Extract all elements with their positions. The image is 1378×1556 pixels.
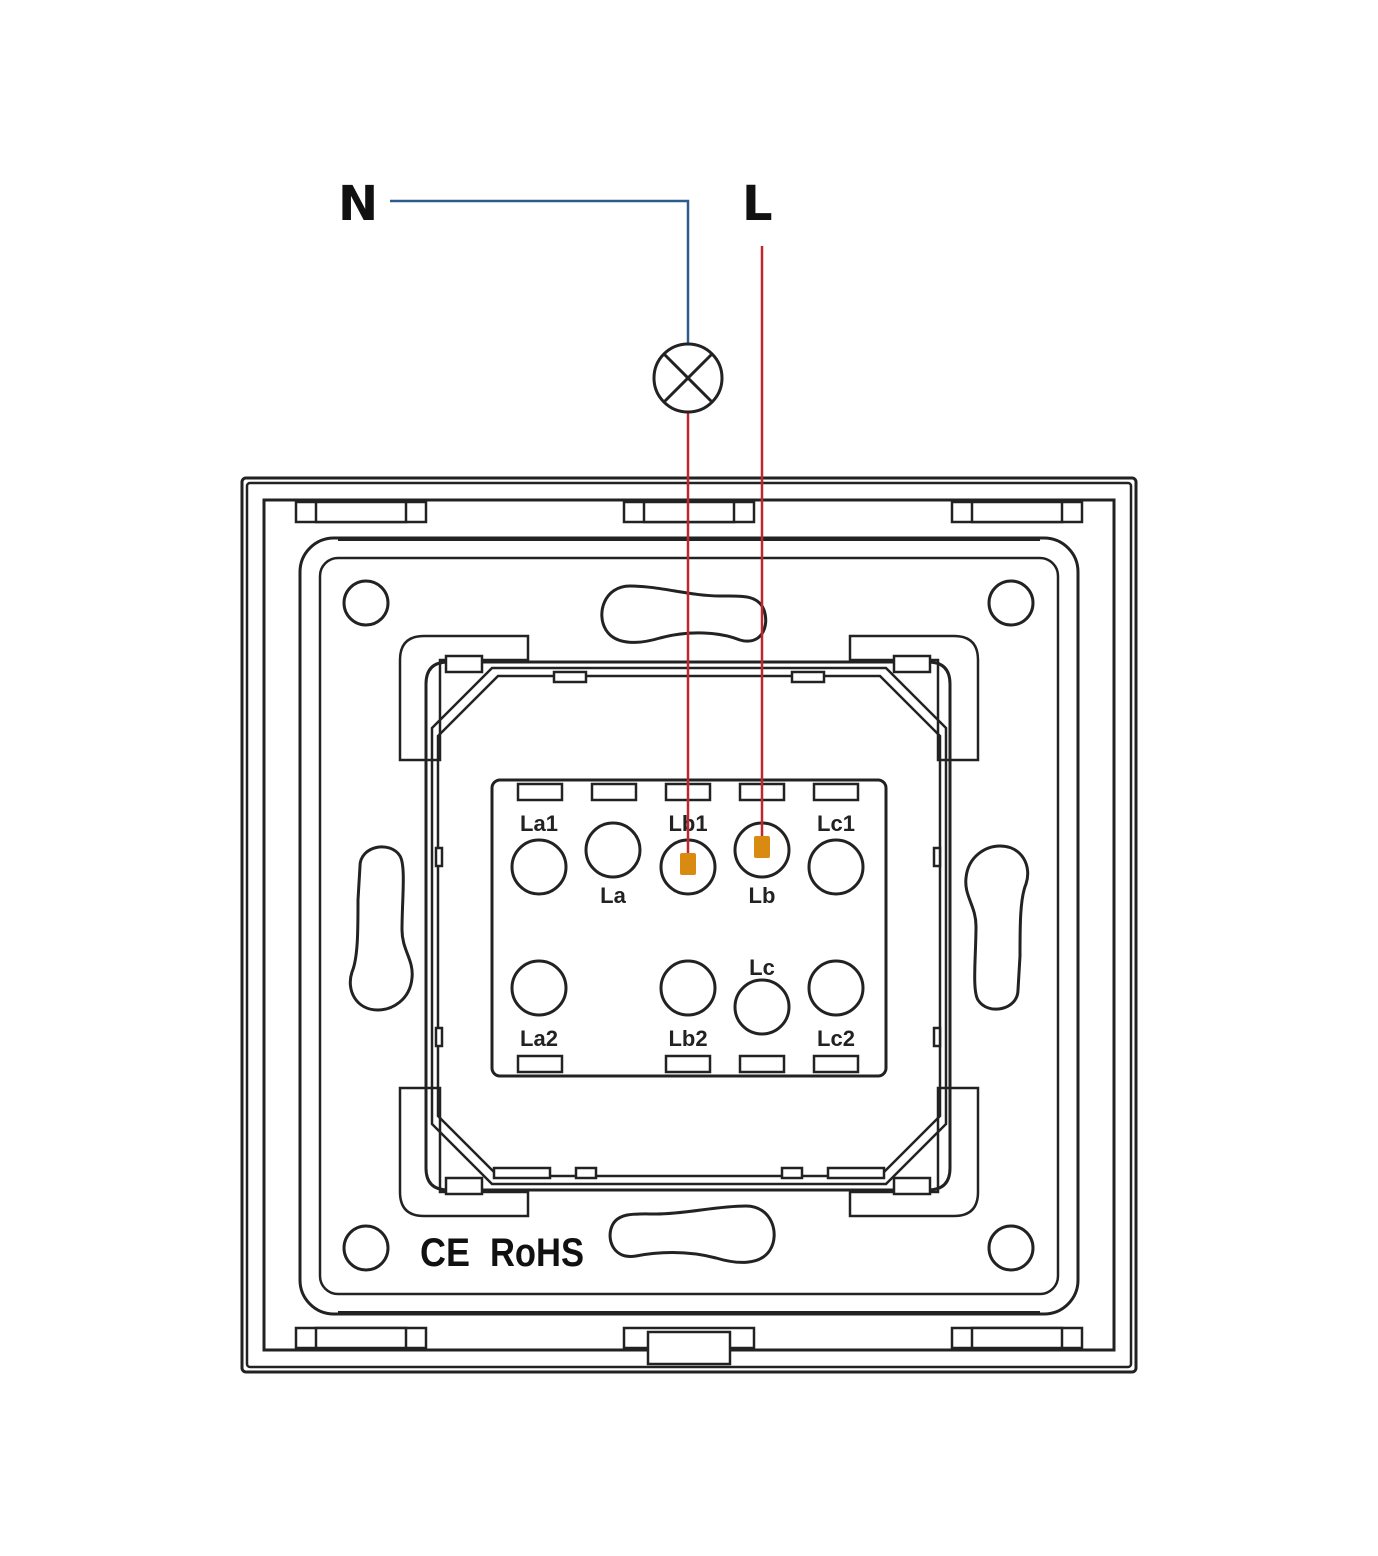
terminal-label-la1: La1 — [520, 811, 558, 836]
terminal-label-lc1: Lc1 — [817, 811, 855, 836]
mounting-frame — [298, 536, 1080, 1316]
keyhole-slot-right — [964, 844, 1030, 1011]
terminal-label-la2: La2 — [520, 1026, 558, 1051]
lamp-icon — [652, 342, 724, 414]
live-label: L — [742, 176, 773, 232]
keyhole-slot-bottom — [608, 1204, 776, 1264]
wiring — [390, 199, 770, 875]
terminal-label-lc2: Lc2 — [817, 1026, 855, 1051]
terminal-la1 — [510, 838, 568, 896]
wire-end-lb — [754, 836, 770, 858]
switch-module — [398, 634, 980, 1218]
terminal-label-lb: Lb — [749, 883, 776, 908]
terminal-label-lc: Lc — [749, 955, 775, 980]
wire-end-lb1 — [680, 853, 696, 875]
terminal-lb2 — [659, 959, 717, 1017]
keyhole-slot-top — [600, 584, 768, 644]
keyhole-slot-left — [348, 845, 414, 1012]
rohs-mark: RoHS — [490, 1231, 584, 1275]
terminal-la — [584, 821, 642, 879]
terminal-label-la: La — [600, 883, 626, 908]
terminal-lc2 — [807, 959, 865, 1017]
terminal-block: La1 Lb1 Lc1 La Lb Lc La2 Lb2 Lc2 — [490, 778, 888, 1078]
screw-hole-bottom-right — [987, 1224, 1035, 1272]
screw-hole-bottom-left — [342, 1224, 390, 1272]
screw-hole-top-right — [987, 579, 1035, 627]
certification-marks: CE RoHS — [420, 1231, 584, 1275]
neutral-wire — [390, 199, 690, 345]
neutral-label: N — [338, 176, 378, 232]
terminal-label-lb2: Lb2 — [668, 1026, 707, 1051]
ce-mark: CE — [420, 1231, 470, 1275]
terminal-la2 — [510, 959, 568, 1017]
terminal-lc1 — [807, 838, 865, 896]
terminal-lc — [733, 978, 791, 1036]
screw-hole-top-left — [342, 579, 390, 627]
